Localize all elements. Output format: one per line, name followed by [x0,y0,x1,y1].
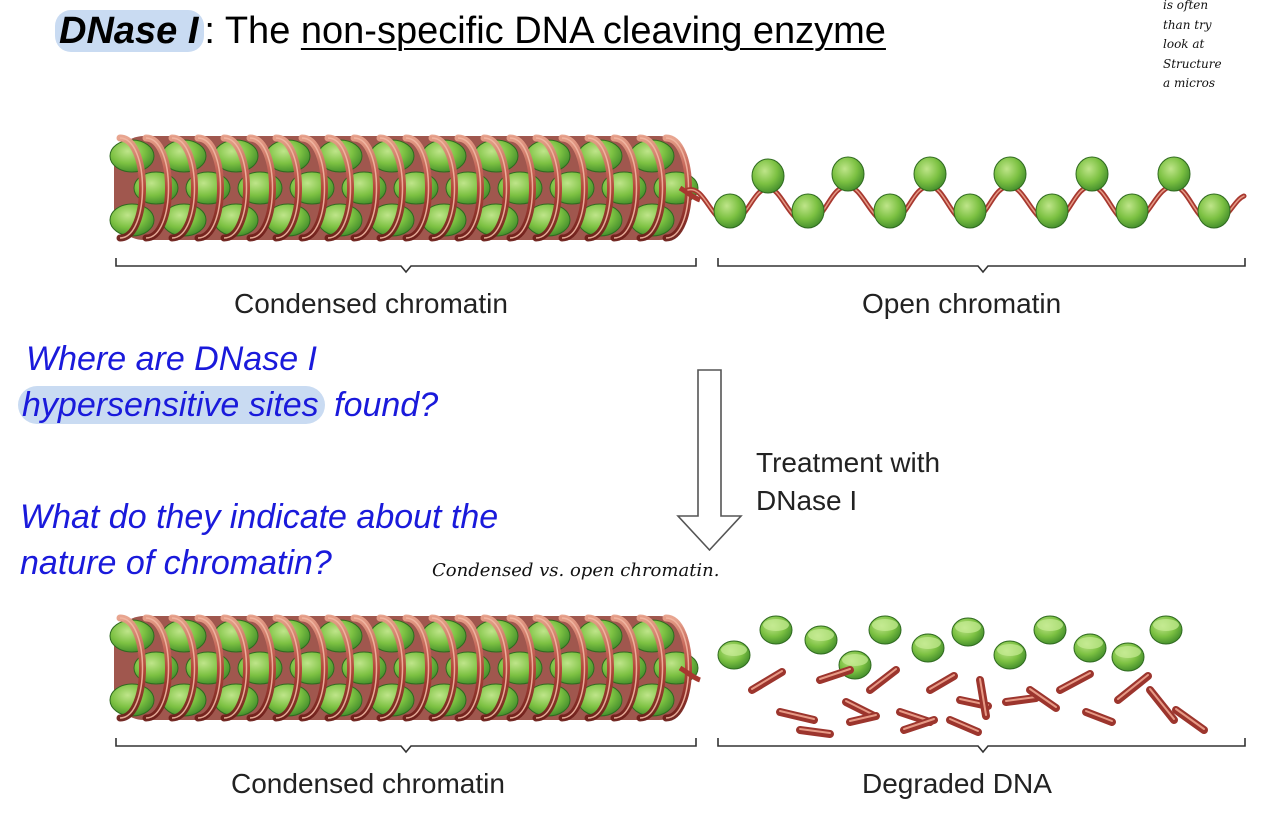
condensed-fiber-top [109,134,701,242]
open-chromatin-strand [685,156,1247,229]
title-term-highlight: DNase I [55,10,205,52]
question-1-line-1: Where are DNase I [26,340,317,378]
treatment-label: Treatment with DNase I [756,444,940,520]
brace-bottom-right [717,738,1246,754]
brace-top-right [717,258,1246,274]
corner-note-line: a micros [1163,76,1216,90]
handwritten-answer: Condensed vs. open chromatin. [432,560,720,581]
corner-note-line: look at [1163,37,1205,51]
title-subtitle: non-specific DNA cleaving enzyme [300,10,886,52]
treatment-line-2: DNase I [756,485,858,516]
page-title: DNase I: The non-specific DNA cleaving e… [55,10,886,53]
question-1-rest: found? [324,386,439,424]
corner-note-line: Structure [1163,56,1222,71]
title-term: DNase I [59,10,199,52]
question-2: What do they indicate about the nature o… [20,494,498,586]
corner-note-line: than try [1163,17,1212,32]
corner-note-line: is often [1163,0,1209,12]
brace-bottom-left [115,738,697,754]
question-2-line-1: What do they indicate about the [20,498,499,536]
question-1: Where are DNase I hypersensitive sites f… [18,336,438,428]
title-prefix: The [224,10,291,52]
treatment-line-1: Treatment with [756,447,941,478]
label-degraded-dna: Degraded DNA [862,768,1052,799]
brace-top-left [115,258,697,274]
degraded-dna [717,615,1208,738]
question-1-line-2: hypersensitive sites found? [18,382,438,428]
label-condensed-chromatin-top: Condensed chromatin [234,288,508,319]
label-open-chromatin: Open chromatin [862,288,1062,319]
corner-handwritten-note: is often than try look at Structure a mi… [1163,0,1266,94]
question-2-line-2: nature of chromatin? [20,544,332,582]
condensed-fiber-bottom [109,614,701,722]
treatment-arrow [676,369,743,552]
title-separator: : [204,10,215,52]
label-condensed-chromatin-bottom: Condensed chromatin [231,768,505,799]
question-1-highlight: hypersensitive sites [18,386,325,424]
